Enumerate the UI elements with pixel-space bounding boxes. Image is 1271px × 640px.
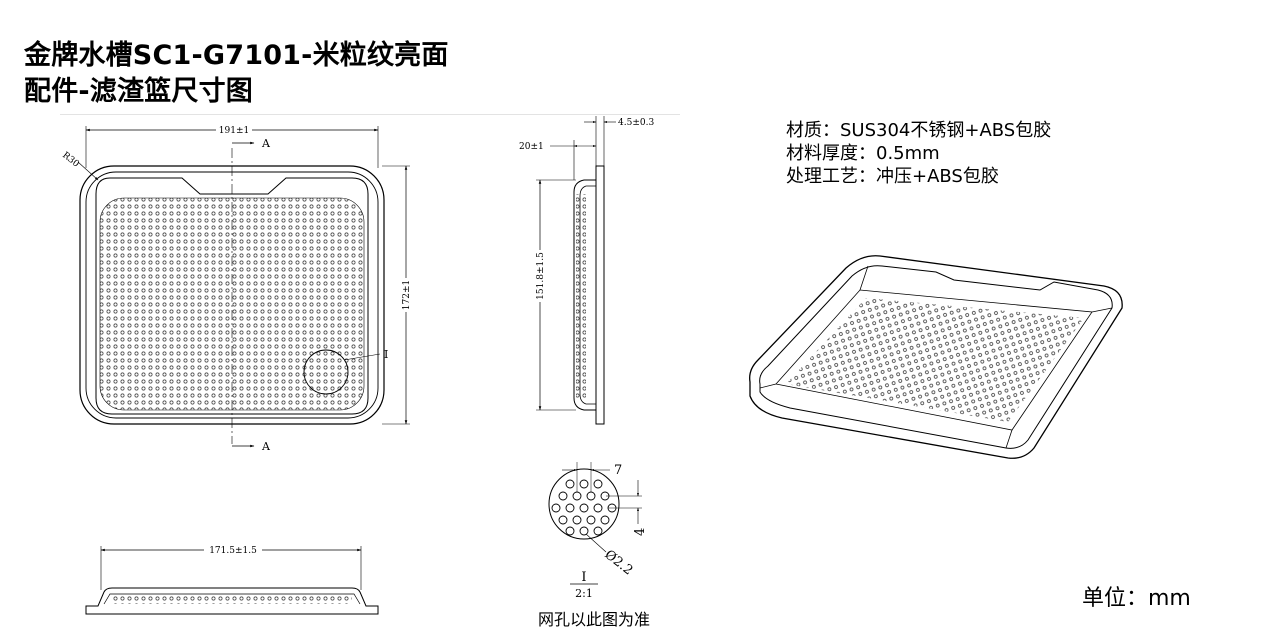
detail-marker: I bbox=[384, 348, 388, 361]
title-divider bbox=[60, 114, 680, 115]
iso-mesh bbox=[786, 298, 1084, 422]
depth-label: 20±1 bbox=[519, 142, 544, 152]
section-a-bottom: A bbox=[261, 440, 271, 453]
detail-circle bbox=[303, 349, 349, 395]
basket-wall bbox=[95, 177, 369, 415]
detail-view bbox=[548, 468, 620, 540]
front-view bbox=[85, 587, 379, 615]
radius-label: R30 bbox=[60, 150, 81, 169]
detail-caption-label: I bbox=[581, 570, 586, 585]
spec-material: 材质：SUS304不锈钢+ABS包胶 bbox=[786, 120, 1052, 141]
mesh-note: 网孔以此图为准 bbox=[538, 610, 651, 629]
width-label: 191±1 bbox=[219, 126, 249, 136]
spec-process: 处理工艺：冲压+ABS包胶 bbox=[786, 166, 999, 187]
side-height-label: 151.8±1.5 bbox=[536, 252, 546, 300]
hole-row-label: 4 bbox=[633, 528, 648, 536]
units-label: 单位：mm bbox=[1082, 586, 1191, 611]
side-rim bbox=[595, 165, 605, 425]
page-subtitle: 配件-滤渣篮尺寸图 bbox=[24, 76, 254, 107]
rim-label: 4.5±0.3 bbox=[618, 118, 654, 128]
section-a-top: A bbox=[261, 137, 271, 150]
radius-leader bbox=[77, 161, 99, 181]
page-title: 金牌水槽SC1-G7101-米粒纹亮面 bbox=[24, 40, 449, 71]
side-view bbox=[573, 165, 605, 425]
side-mesh bbox=[576, 194, 586, 398]
isometric-view bbox=[749, 255, 1123, 459]
hole-diameter-label: Ø2.2 bbox=[602, 547, 636, 578]
bottom-width-label: 171.5±1.5 bbox=[209, 546, 257, 556]
height-label: 172±1 bbox=[402, 280, 412, 310]
hole-pitch-label: 7 bbox=[614, 463, 622, 478]
iso-outer-rim bbox=[749, 255, 1123, 459]
top-view bbox=[79, 148, 385, 444]
front-mesh bbox=[112, 594, 352, 604]
spec-thickness: 材料厚度：0.5mm bbox=[786, 143, 940, 164]
detail-scale-label: 2:1 bbox=[575, 587, 593, 600]
